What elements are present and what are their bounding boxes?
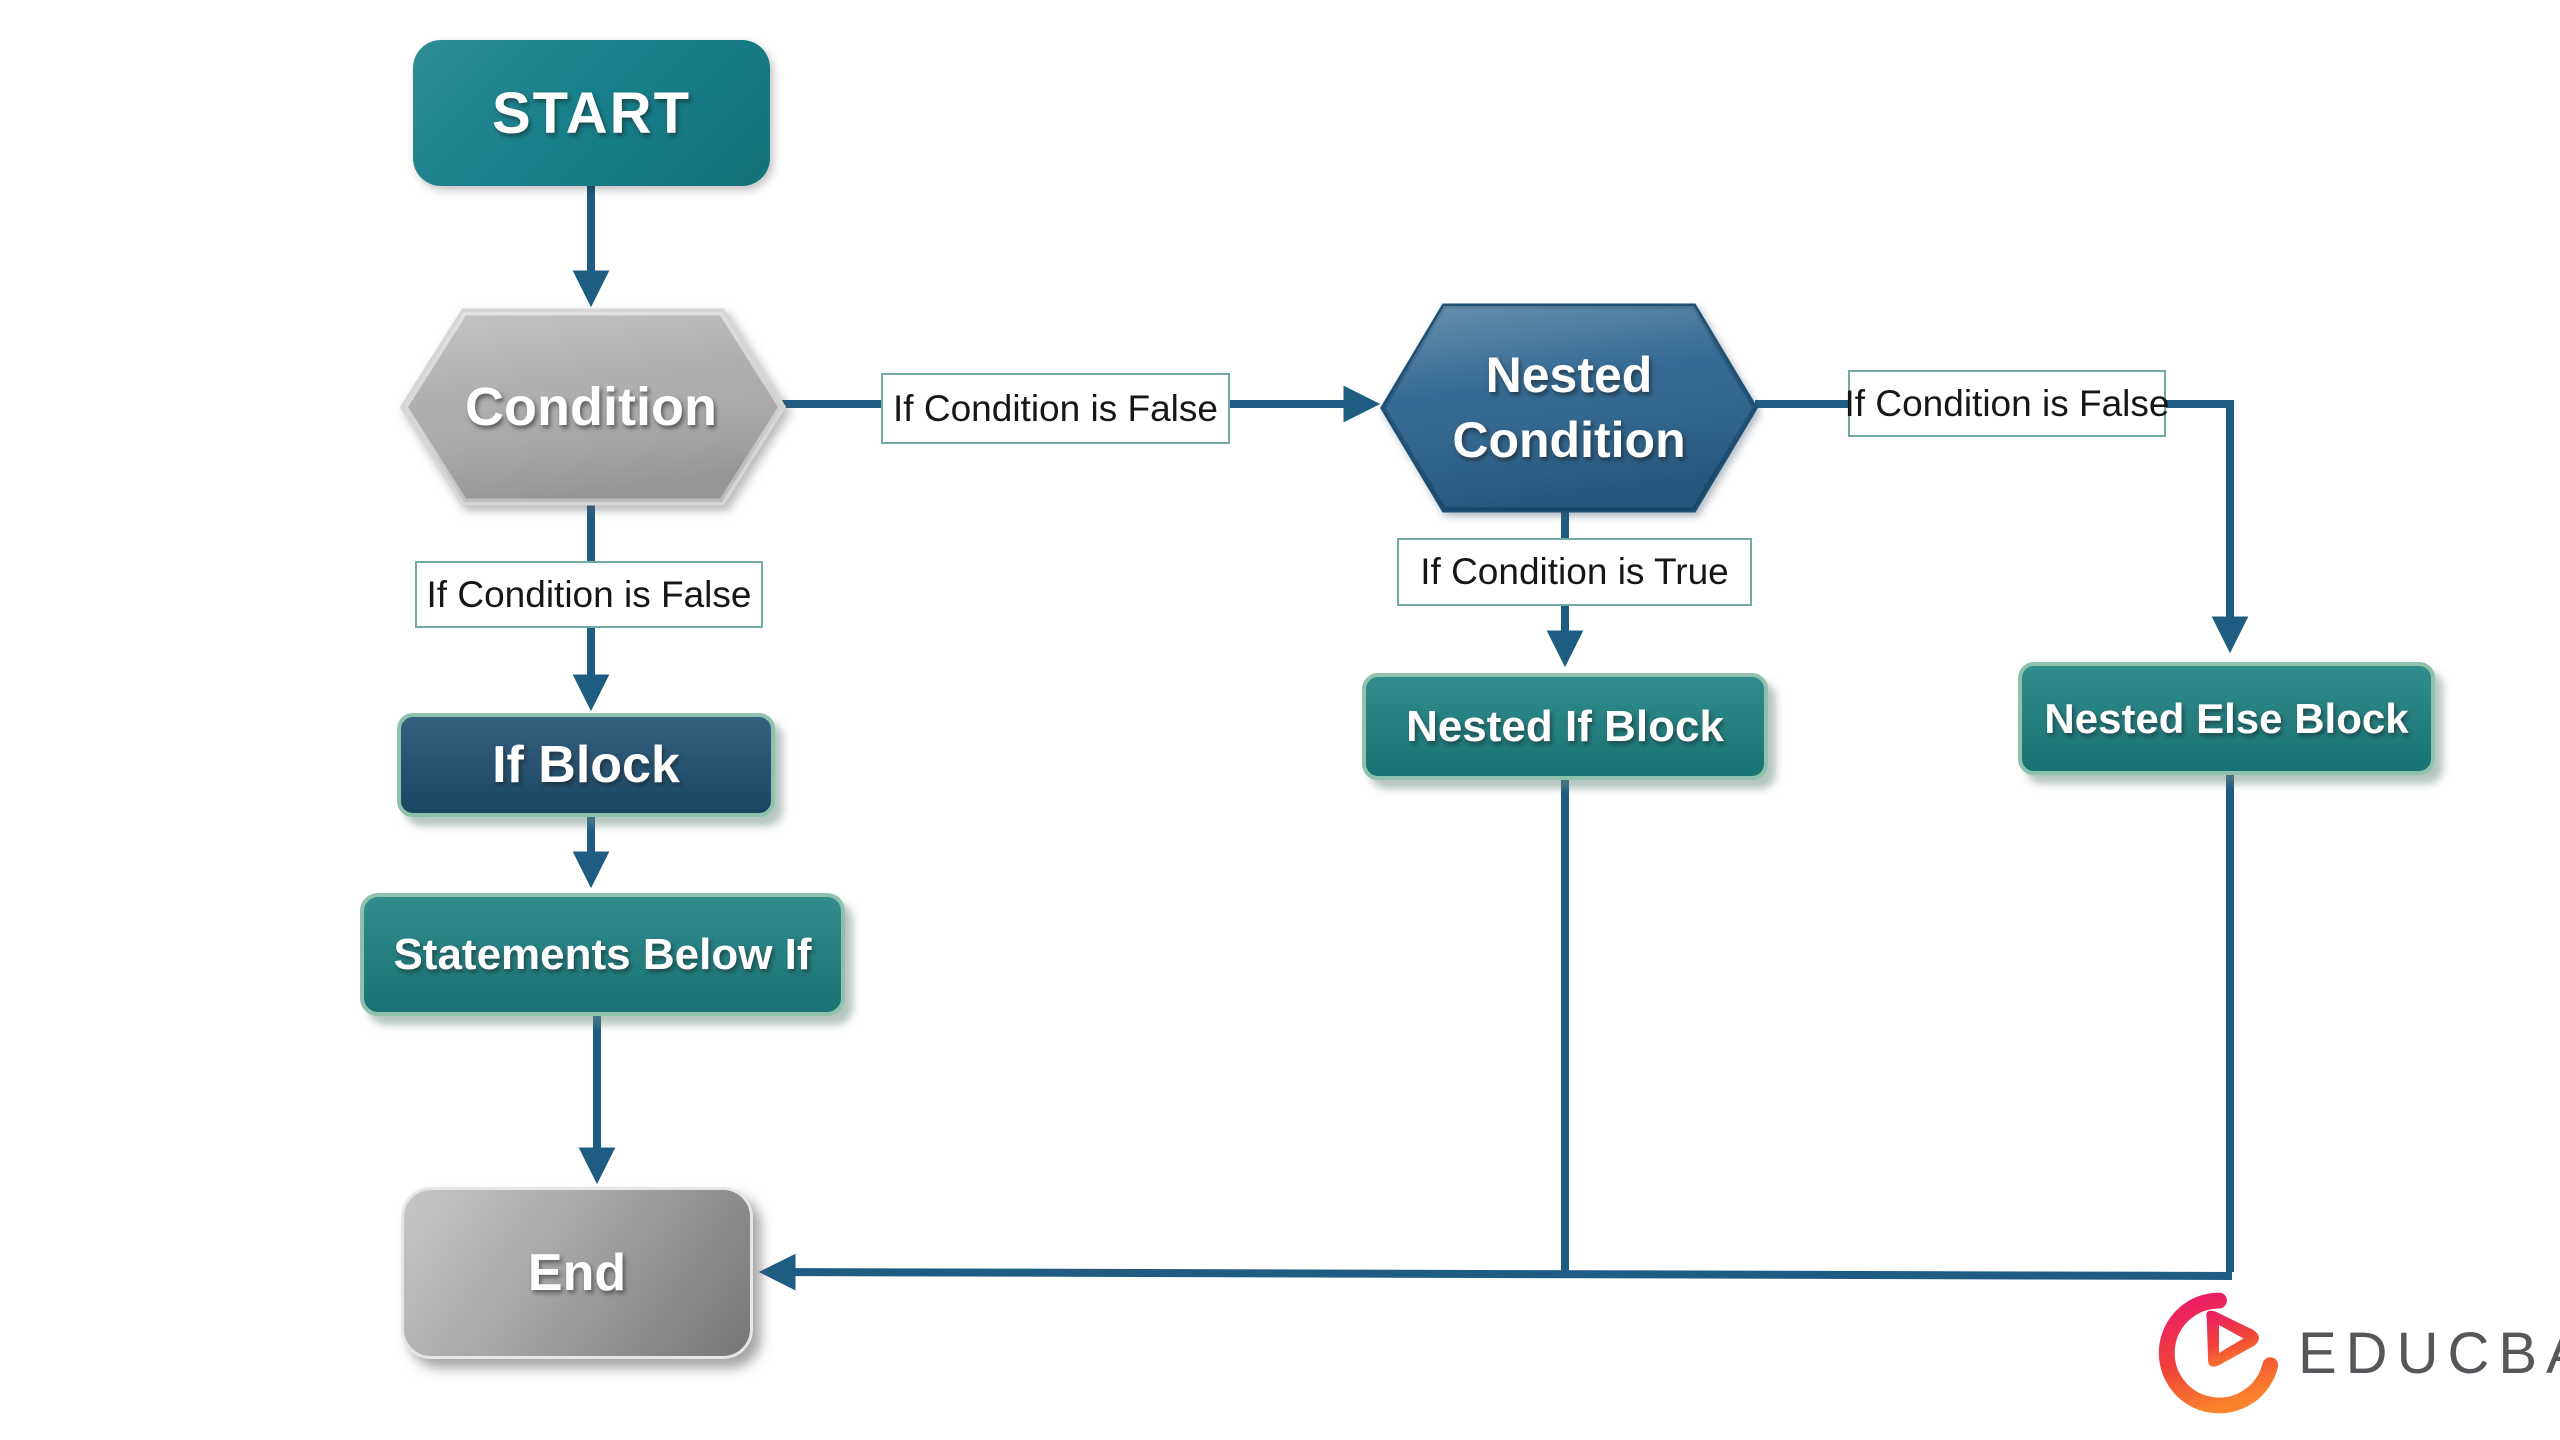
edge-label-condition-false-right: If Condition is False — [881, 373, 1230, 444]
node-start: START — [413, 40, 770, 186]
edge-nested-condition-to-nested-else — [1755, 400, 2249, 654]
node-condition-label: Condition — [465, 377, 717, 437]
educba-logo-text: EDUCBA — [2298, 1321, 2560, 1386]
educba-logo-icon — [2158, 1292, 2279, 1414]
edge-merge-to-end — [758, 1253, 2233, 1291]
edge-label-condition-false-down: If Condition is False — [415, 561, 763, 628]
edge-label-nested-true: If Condition is True — [1397, 538, 1752, 606]
node-if-block: If Block — [397, 713, 775, 817]
educba-logo: EDUCBA — [2158, 1292, 2560, 1414]
node-statements-below-if: Statements Below If — [360, 893, 845, 1016]
edge-label-nested-false: If Condition is False — [1845, 370, 2169, 437]
node-nested-else-block: Nested Else Block — [2018, 662, 2435, 775]
node-nested-if-block: Nested If Block — [1362, 673, 1768, 780]
node-end: End — [401, 1187, 753, 1359]
node-nested-condition-label: Nested Condition — [1452, 347, 1686, 468]
